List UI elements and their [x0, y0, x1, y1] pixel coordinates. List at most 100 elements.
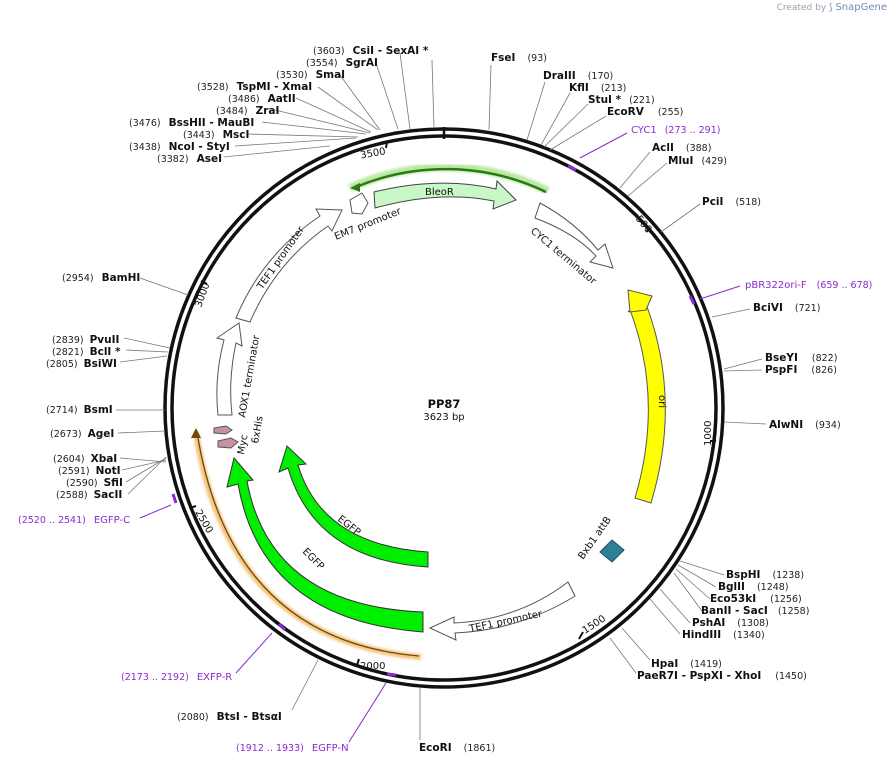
primer-label-exfp-r: (2173 .. 2192)EXFP-R: [121, 672, 232, 683]
enzyme-ncoi-styi: (3438)NcoI - StyI: [129, 141, 230, 153]
primer-leader-egfp-n: [348, 682, 387, 743]
primer-mark-egfp-c: [171, 493, 178, 504]
leader-pvuii: [123, 337, 171, 349]
enzyme-pspfi: PspFI(826): [765, 364, 837, 376]
plasmid-name: PP87: [428, 397, 461, 411]
feature-label-6xhis: 6xHis: [250, 415, 266, 444]
enzyme-smai: (3530)SmaI: [276, 69, 345, 81]
enzyme-banii-saci: BanII - SacI(1258): [701, 605, 809, 617]
feature-label-aox1-terminator: AOX1 terminator: [237, 334, 262, 419]
enzyme-pvuii: (2839)PvuII: [52, 334, 119, 346]
feature-bxb1-attb: [599, 539, 625, 563]
tick-2000: [356, 658, 360, 666]
primers: CYC1(273 .. 291) pBR322ori-F(659 .. 678)…: [18, 125, 872, 754]
enzyme-noti: (2591)NotI: [58, 465, 121, 477]
primer-mark-cyc1: [567, 164, 577, 172]
feature-ori-arrowhead: [627, 289, 653, 313]
primer-mark-exfp-r: [277, 622, 287, 632]
leader-fsei: [488, 64, 492, 131]
leader-csii: [399, 52, 411, 130]
enzyme-bsphi: BspHI(1238): [726, 569, 804, 581]
credit-brand: SnapGene: [835, 2, 887, 13]
leader-bseyi: [723, 358, 763, 370]
leader-bsshii: [261, 121, 367, 135]
leader-bsiwi: [119, 355, 168, 363]
feature-label-egfp-outer: EGFP: [300, 546, 326, 572]
enzyme-xbai: (2604)XbaI: [53, 453, 117, 465]
leader-smai: [339, 74, 381, 131]
feature-6xhis: [213, 425, 233, 435]
feature-em7-promoter: [349, 192, 369, 215]
leader-bsphi: [679, 560, 725, 576]
leader-aatii: [295, 97, 372, 133]
leader-pshai: [659, 588, 691, 624]
enzyme-bamhi: (2954)BamHI: [62, 272, 140, 284]
leader-pspfi: [723, 369, 763, 372]
leader-acli: [619, 151, 651, 189]
enzyme-pcii: PciI(518): [702, 196, 761, 208]
primer-leader-pbr322ori-f: [699, 285, 741, 300]
enzyme-eco53ki: Eco53kI(1256): [710, 593, 802, 605]
feature-cyc1-terminator: [534, 202, 614, 269]
leader-banii: [673, 572, 703, 612]
enzyme-kfli: KflI(213): [569, 82, 626, 94]
enzyme-bseyi: BseYI(822): [765, 352, 837, 364]
enzyme-fsei: FseI(93): [491, 52, 547, 64]
leader-alwni: [723, 421, 767, 425]
tick-label-3000: 3000: [193, 281, 212, 309]
enzyme-ecori: EcoRI(1861): [419, 742, 495, 754]
leader-hpai: [621, 627, 651, 661]
enzyme-sacii: (2588)SacII: [56, 489, 122, 501]
feature-label-ori: ori: [656, 395, 667, 408]
leader-xbai: [119, 457, 167, 463]
enzyme-leader-lines: [116, 52, 767, 740]
primer-leader-cyc1: [579, 132, 628, 159]
leader-paer7i: [609, 637, 637, 674]
enzyme-labels: FseI(93) DraIII(170) KflI(213) StuI *(22…: [46, 45, 841, 754]
snapgene-logo-icon: ⟆: [829, 3, 833, 13]
feature-tef1-promoter-top: [235, 208, 343, 323]
tick-label-3500: 3500: [360, 146, 387, 161]
leader-msci: [247, 133, 359, 138]
leader-asei: [223, 145, 331, 158]
leader-sgrai: [375, 62, 399, 130]
primer-label-egfp-c: (2520 .. 2541)EGFP-C: [18, 515, 130, 526]
primer-mark-egfp-n: [386, 672, 397, 677]
leader-hindiii: [649, 598, 681, 635]
enzyme-hpai: HpaI(1419): [651, 658, 722, 670]
leader-sfii: [125, 457, 167, 483]
enzyme-bsshii-maubi: (3476)BssHII - MauBI: [129, 117, 254, 129]
feature-label-tef1-promoter-bottom: TEF1 promoter: [467, 609, 544, 636]
tick-500: [645, 227, 651, 233]
leader-stui: [543, 103, 589, 148]
feature-label-myc: Myc: [236, 434, 250, 456]
leader-agei: [117, 430, 166, 434]
enzyme-bsiwi: (2805)BsiWI: [46, 358, 117, 370]
leader-bcli: [125, 349, 169, 353]
leader-btsi: [291, 659, 319, 711]
enzyme-stui: StuI *(221): [588, 94, 655, 106]
bleor-highlight: [348, 163, 550, 195]
feature-tef1-promoter-bottom: [428, 581, 576, 641]
feature-egfp-outer: [226, 456, 424, 633]
credit-prefix: Created by: [776, 3, 827, 13]
enzyme-csii-sexai: (3603)CsiI - SexAI *: [313, 45, 429, 57]
primer-leader-exfp-r: [235, 632, 273, 674]
enzyme-zrai: (3484)ZraI: [216, 105, 279, 117]
plasmid-length: 3623 bp: [423, 412, 464, 423]
enzyme-sfii: (2590)SfiI: [66, 477, 123, 489]
leader-bcivi: [711, 308, 751, 318]
feature-bleor: [373, 179, 517, 210]
snapgene-credit: Created by ⟆ SnapGene: [777, 2, 887, 13]
feature-myc: [217, 437, 239, 449]
leader-eco53ki: [675, 568, 711, 600]
enzyme-asei: (3382)AseI: [157, 153, 222, 165]
enzyme-bsmi: (2714)BsmI: [46, 404, 113, 416]
enzyme-aatii: (3486)AatII: [228, 93, 296, 105]
primer-leader-egfp-c: [139, 504, 172, 519]
leader-draiii: [526, 81, 546, 141]
enzyme-bcivi: BciVI(721): [753, 302, 820, 314]
primer-label-cyc1: CYC1(273 .. 291): [631, 125, 720, 136]
tick-1500: [578, 631, 584, 640]
